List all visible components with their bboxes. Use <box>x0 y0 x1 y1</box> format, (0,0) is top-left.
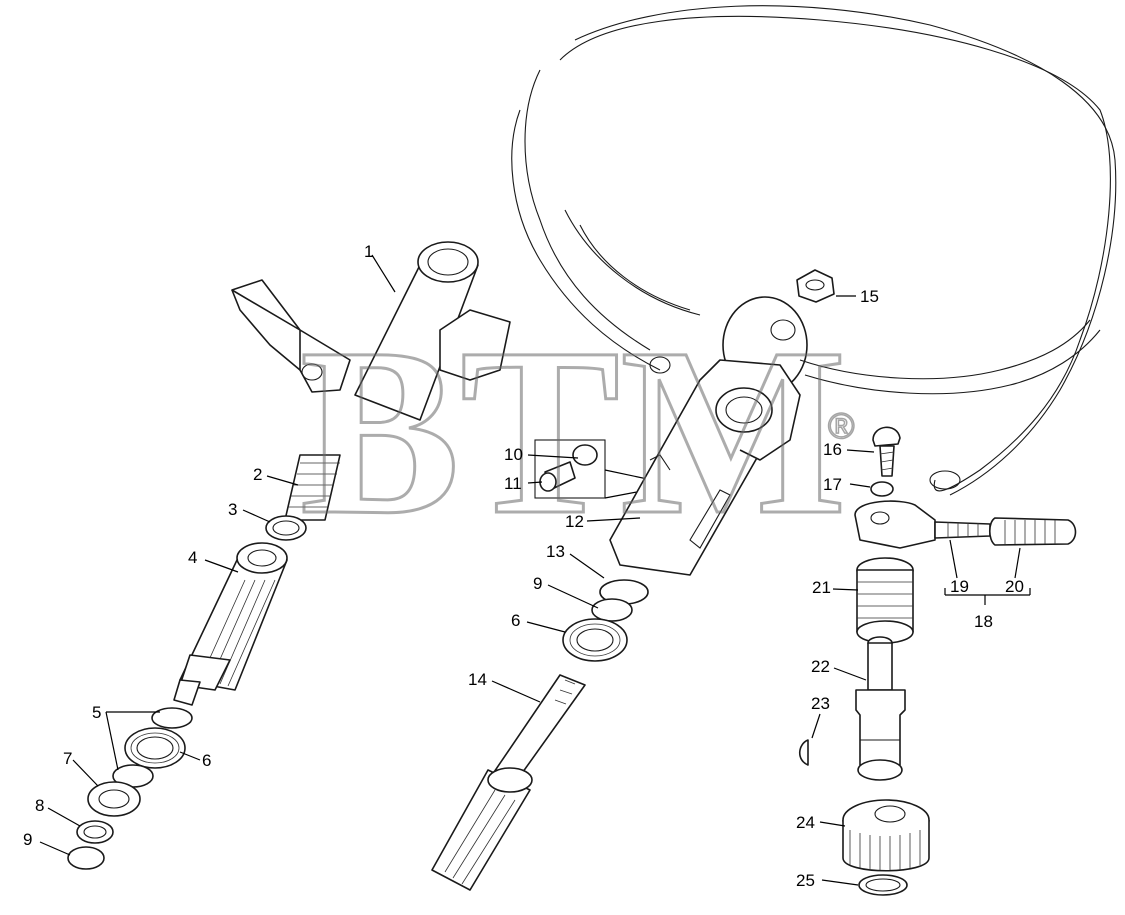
callout-labels: 1 2 3 4 5 6 6 7 8 9 9 10 11 12 13 14 15 … <box>23 242 1024 890</box>
bearing-6-center <box>562 618 628 662</box>
callout-10: 10 <box>504 445 523 464</box>
knurled-knob-24 <box>842 799 930 872</box>
pin-shaft-22 <box>855 636 906 781</box>
callout-5: 5 <box>92 703 101 722</box>
callout-20: 20 <box>1005 577 1024 596</box>
callout-2: 2 <box>253 465 262 484</box>
callout-13: 13 <box>546 542 565 561</box>
spring-2 <box>284 454 341 521</box>
column-bracket-1 <box>231 241 511 421</box>
callout-24: 24 <box>796 813 815 832</box>
washer-17 <box>870 481 894 497</box>
washer-3 <box>265 515 307 541</box>
column-housing-12 <box>609 359 801 576</box>
callout-16: 16 <box>823 440 842 459</box>
callout-12: 12 <box>565 512 584 531</box>
knob-20 <box>988 517 1077 546</box>
snap-ring-25 <box>858 874 908 896</box>
callout-15: 15 <box>860 287 879 306</box>
circlip-9-left <box>67 846 105 870</box>
callout-11: 11 <box>504 474 522 493</box>
screw-16 <box>872 426 901 477</box>
callout-21: 21 <box>812 578 831 597</box>
watermark-logo: BTM <box>300 298 847 564</box>
circlip-9-center <box>591 598 633 622</box>
callout-23: 23 <box>811 694 830 713</box>
callout-6-center: 6 <box>511 611 520 630</box>
spring-21 <box>856 557 914 644</box>
callout-18: 18 <box>974 612 993 631</box>
steering-shaft-14 <box>431 674 586 891</box>
callout-8: 8 <box>35 796 44 815</box>
callout-14: 14 <box>468 670 487 689</box>
callout-7: 7 <box>63 749 72 768</box>
callout-1: 1 <box>364 242 373 261</box>
callout-9-center: 9 <box>533 574 542 593</box>
callout-3: 3 <box>228 500 237 519</box>
callout-25: 25 <box>796 871 815 890</box>
washer-8 <box>76 820 114 844</box>
bearing-6-left <box>124 727 186 769</box>
callout-9-left: 9 <box>23 830 32 849</box>
callout-4: 4 <box>188 548 197 567</box>
callout-17: 17 <box>823 475 842 494</box>
callout-22: 22 <box>811 657 830 676</box>
bracket-18 <box>944 588 1031 605</box>
seal-7 <box>87 781 141 817</box>
watermark-registered-mark: ® <box>828 405 855 446</box>
lever-19 <box>854 500 991 549</box>
splined-sleeve-4 <box>173 542 288 706</box>
leader-lines <box>39 254 1021 886</box>
callout-6-left: 6 <box>202 751 211 770</box>
circlip-5-upper <box>151 707 193 729</box>
woodruff-key-23 <box>798 739 809 766</box>
nut-15 <box>796 269 835 303</box>
callout-19: 19 <box>950 577 969 596</box>
